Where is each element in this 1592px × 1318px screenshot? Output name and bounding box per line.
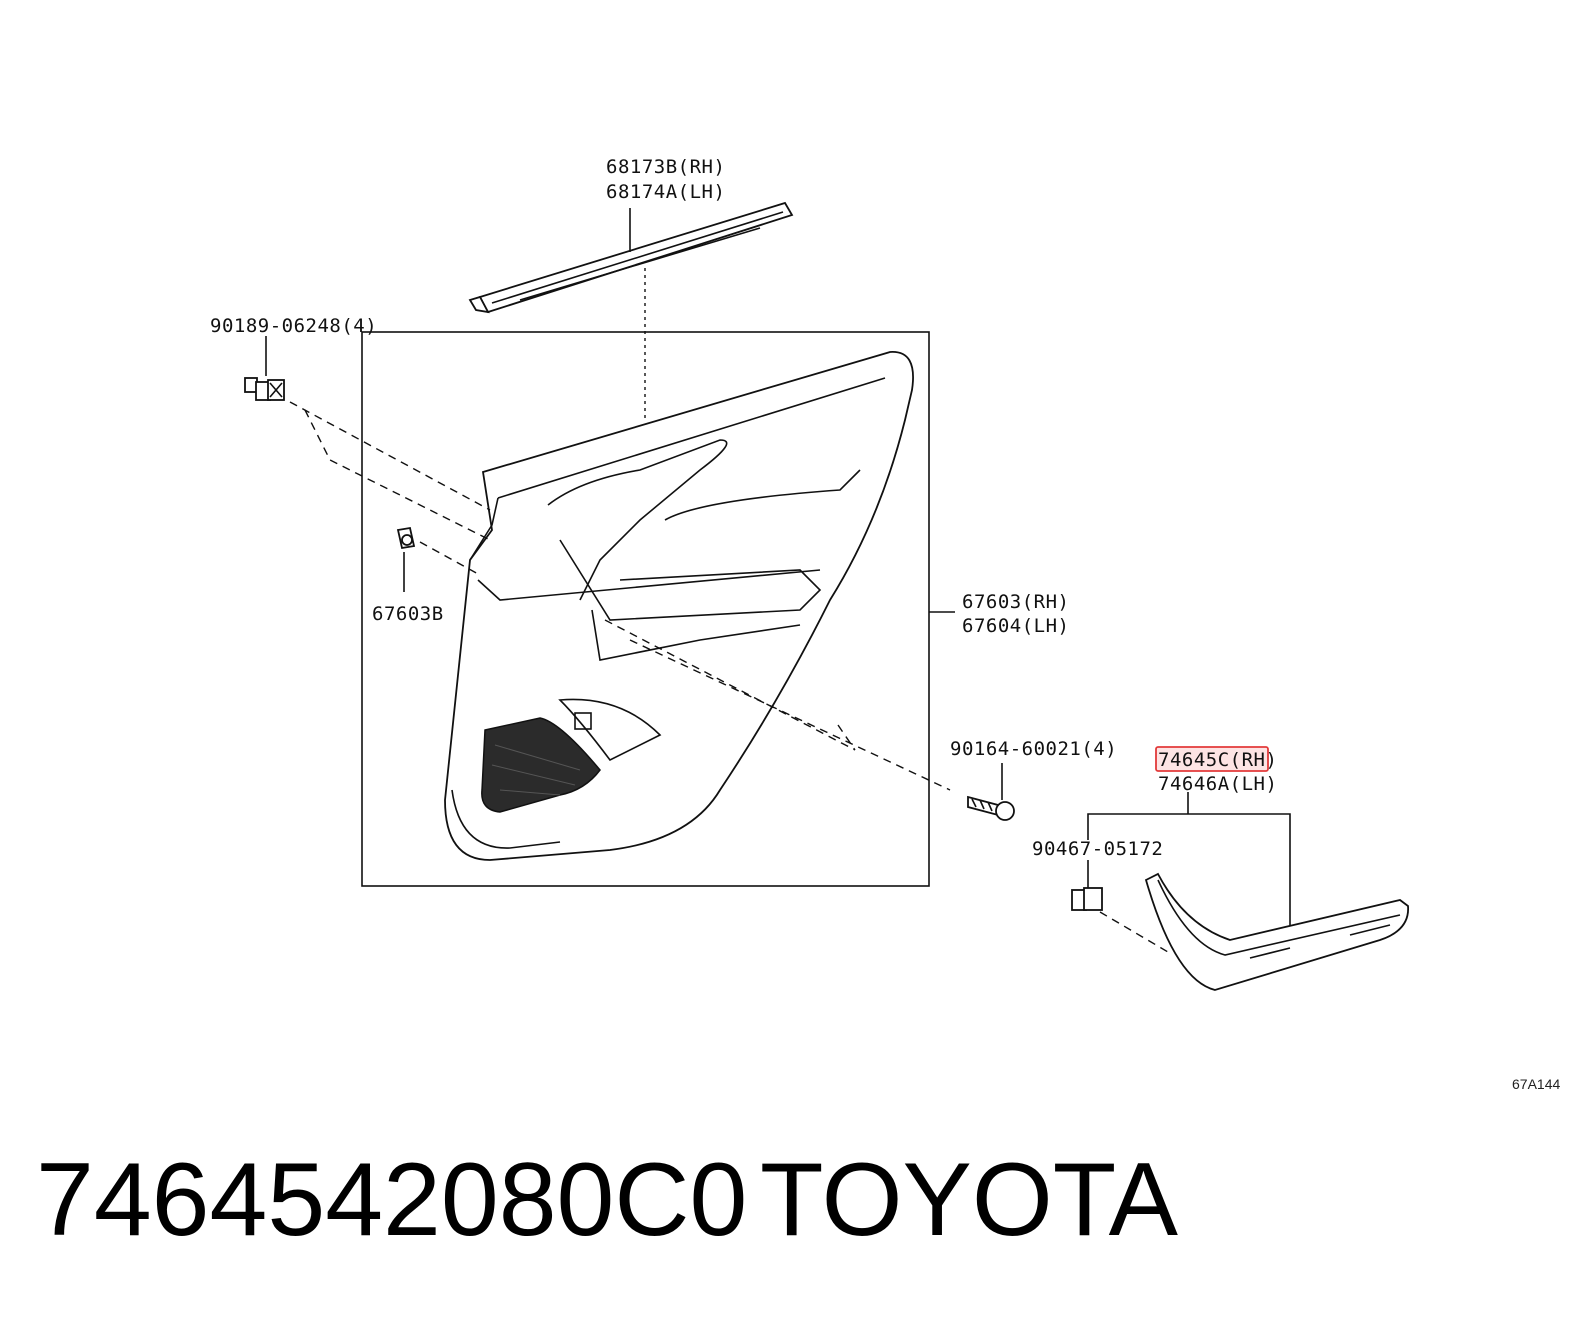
label-beltline-rh[interactable]: 68173B(RH) [606,156,725,178]
label-garnish-rh[interactable]: 74645C(RH) [1158,749,1277,771]
dash-clip-top-1 [289,401,491,511]
brand-name: TOYOTA [760,1142,1178,1258]
part-number: 7464542080C0 [36,1142,748,1258]
label-board-rh[interactable]: 67603(RH) [962,591,1069,613]
figure-code: 67A144 [1512,1076,1560,1092]
leader-garnish-bracket [1087,813,1291,935]
clip-garnish[interactable] [1071,887,1103,911]
label-board-lh[interactable]: 67604(LH) [962,615,1069,637]
label-clip-garnish[interactable]: 90467-05172 [1032,838,1163,860]
armrest-garnish[interactable] [1144,872,1409,991]
clip-mid[interactable] [396,526,416,550]
dash-screw [629,639,951,791]
speaker-grille [481,717,601,813]
beltline-weatherstrip[interactable] [468,201,794,314]
label-beltline-lh[interactable]: 68174A(LH) [606,181,725,203]
label-garnish-lh[interactable]: 74646A(LH) [1158,773,1277,795]
dash-arrow [604,619,856,751]
board-frame [361,331,930,887]
dash-clip-mid [419,541,481,576]
screw[interactable] [967,795,1015,821]
highlight-box [1155,746,1269,772]
clip-top[interactable] [244,377,285,401]
label-clip-top[interactable]: 90189-06248(4) [210,315,377,337]
dash-clip-top-2 [304,409,491,541]
label-screw[interactable]: 90164-60021(4) [950,738,1117,760]
label-clip-mid[interactable]: 67603B [372,603,444,625]
